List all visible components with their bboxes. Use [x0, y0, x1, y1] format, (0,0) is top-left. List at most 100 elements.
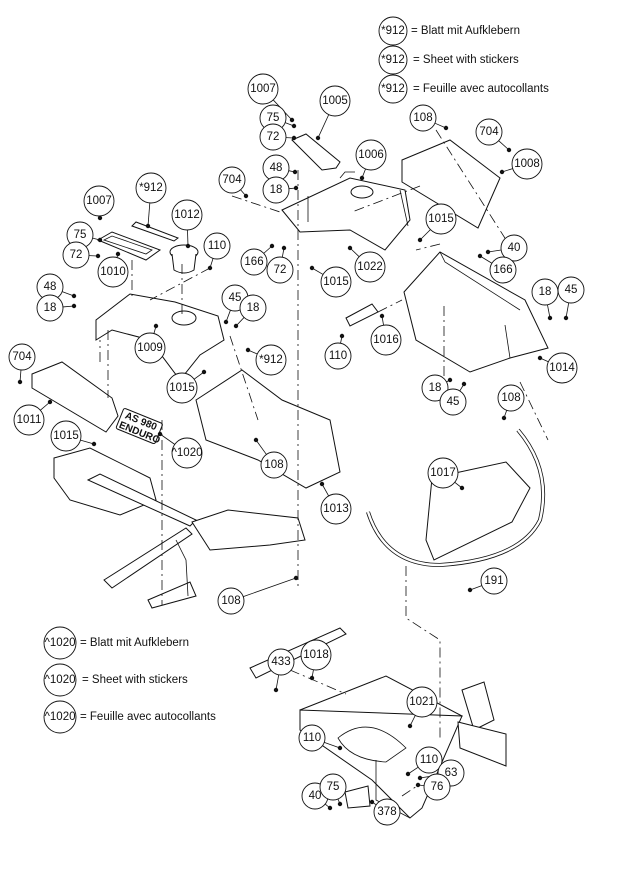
callout-circle — [409, 104, 437, 132]
callout-number: 1007 — [250, 83, 276, 95]
fastener-mark — [269, 243, 275, 249]
callout-1007: 1007 — [247, 73, 279, 105]
callout-number: 1015 — [428, 213, 454, 225]
fastener-mark — [417, 775, 423, 781]
callout-number: 1014 — [549, 362, 575, 374]
leader-line — [321, 483, 330, 497]
callout-number: 40 — [508, 242, 521, 254]
fastener-mark — [339, 333, 345, 339]
callout-18: 18 — [421, 374, 449, 402]
callout-number: 75 — [74, 229, 87, 241]
fastener-mark — [501, 415, 507, 421]
callout-number: 48 — [44, 281, 57, 293]
callout-75: 75 — [259, 104, 287, 132]
fastener-mark — [47, 399, 53, 405]
fastener-mark — [407, 723, 413, 729]
callout-number: 108 — [264, 459, 283, 471]
fastener-mark — [309, 675, 315, 681]
fastener-mark — [91, 441, 97, 447]
callout-number: 18 — [539, 286, 552, 298]
fastener-mark — [281, 245, 287, 251]
callout-circle — [218, 166, 246, 194]
callout-1018: 1018 — [300, 639, 332, 671]
callout-number: 76 — [431, 781, 444, 793]
callout-circle — [97, 256, 129, 288]
callout-circle — [415, 746, 443, 774]
callout-circle — [425, 203, 457, 235]
callout-circle — [267, 648, 295, 676]
callout-circle — [36, 294, 64, 322]
callout-number: 166 — [244, 256, 263, 268]
callout-number: 1007 — [86, 195, 112, 207]
fastener-mark — [369, 799, 375, 805]
callout-number: 1016 — [373, 334, 399, 346]
fastener-mark — [315, 135, 321, 141]
callout-number: 1021 — [409, 696, 435, 708]
callout-18: 18 — [531, 278, 559, 306]
callout-912: *912 — [135, 172, 167, 204]
callout-circle — [134, 332, 166, 364]
callout-108: 108 — [409, 104, 437, 132]
callout-704: 704 — [475, 118, 503, 146]
part-912-sticker-strip — [131, 221, 180, 242]
leader-line — [565, 302, 570, 319]
fastener-mark — [443, 125, 449, 131]
part-1016-clip — [345, 303, 379, 327]
callout-18: 18 — [262, 176, 290, 204]
callout-number: 45 — [447, 396, 460, 408]
part-1012-cup — [169, 244, 199, 274]
callout-number: 110 — [208, 240, 226, 252]
callout-circle — [83, 185, 115, 217]
fastener-mark — [293, 185, 299, 191]
fastener-mark — [477, 253, 483, 259]
callout-number: 1009 — [137, 342, 163, 354]
callout-circle — [324, 342, 352, 370]
callout-circle — [13, 404, 45, 436]
callout-72: 72 — [259, 123, 287, 151]
callout-number: 63 — [445, 767, 458, 779]
callout-1012: 1012 — [171, 199, 203, 231]
callout-166: 166 — [489, 256, 517, 284]
leader-line — [498, 140, 510, 151]
callout-1013: 1013 — [320, 493, 352, 525]
callout-1022: 1022 — [354, 251, 386, 283]
legend-912-circle-3 — [378, 74, 408, 104]
part-378-bracket — [344, 785, 371, 809]
callout-number: 1005 — [322, 95, 348, 107]
callout-circle — [355, 139, 387, 171]
callout-110: 110 — [203, 232, 231, 260]
callout-circle — [406, 686, 438, 718]
callout-number: 110 — [303, 732, 321, 744]
callout-76: 76 — [423, 773, 451, 801]
leader-line — [255, 439, 267, 455]
leader-line — [479, 255, 493, 264]
fastener-mark — [71, 303, 77, 309]
callout-704: 704 — [8, 343, 36, 371]
callout-number: 108 — [221, 595, 240, 607]
callout-circle — [489, 256, 517, 284]
fastener-mark — [273, 687, 279, 693]
callout-1015: 1015 — [166, 372, 198, 404]
legend-1020-entry-en: = Sheet with stickers — [82, 674, 188, 686]
callout-45: 45 — [439, 388, 467, 416]
callout-circle — [475, 118, 503, 146]
fastener-mark — [17, 379, 23, 385]
callout-1020: ^1020 — [171, 437, 203, 469]
fastener-mark — [461, 381, 467, 387]
callout-number: 704 — [222, 174, 242, 186]
fastener-mark — [223, 319, 229, 325]
callout-circle — [427, 457, 459, 489]
callout-circle — [171, 437, 203, 469]
callout-1015: 1015 — [425, 203, 457, 235]
callout-1015: 1015 — [50, 420, 82, 452]
callout-108: 108 — [217, 587, 245, 615]
callout-number: *912 — [259, 354, 283, 366]
fastener-mark — [253, 437, 259, 443]
callout-circle — [320, 266, 352, 298]
callout-number: 75 — [267, 112, 280, 124]
callout-number: 108 — [501, 392, 520, 404]
callout-1011: 1011 — [13, 404, 45, 436]
fastener-mark — [347, 245, 353, 251]
callout-circle — [546, 352, 578, 384]
